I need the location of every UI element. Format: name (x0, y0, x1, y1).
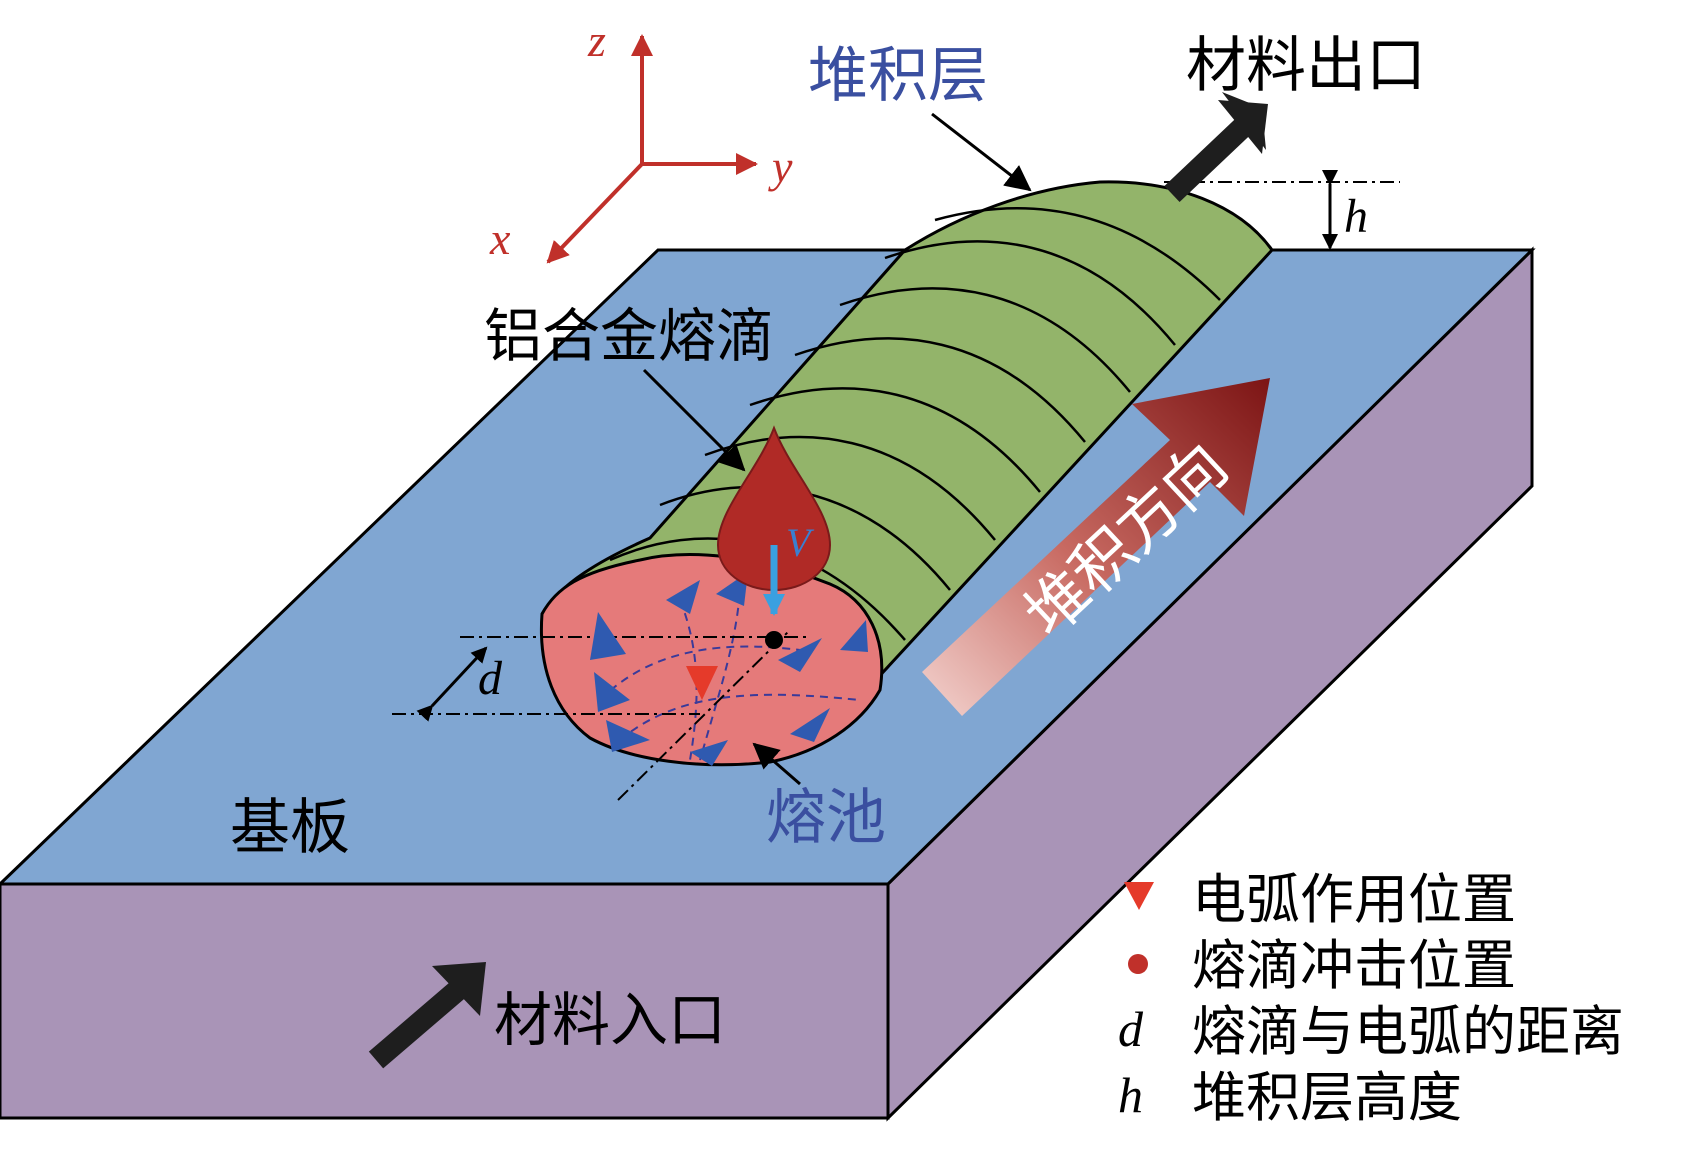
droplet-impact-point (765, 631, 783, 649)
center-lines (392, 181, 1400, 801)
legend-item-d-text: 熔滴与电弧的距离 (1192, 1000, 1624, 1063)
distance-label: d (478, 652, 503, 705)
legend-item-impact-text: 熔滴冲击位置 (1192, 934, 1516, 997)
deposit-layer-label: 堆积层 (808, 41, 988, 111)
substrate-label: 基板 (230, 793, 350, 863)
molten-pool-label: 熔池 (766, 783, 886, 853)
legend-impact-symbol (1128, 954, 1148, 974)
legend-item-arc-text: 电弧作用位置 (1192, 868, 1516, 931)
material-outlet-label: 材料出口 (1186, 31, 1426, 101)
legend-arc-symbol (1124, 882, 1154, 910)
legend: 电弧作用位置 熔滴冲击位置 d 熔滴与电弧的距离 h 堆积层高度 (1118, 868, 1624, 1129)
arc-position-marker (686, 666, 718, 700)
material-inlet-arrow (368, 979, 468, 1069)
coordinate-axes (546, 34, 758, 264)
pool-leader (752, 742, 801, 786)
molten-pool (539, 553, 884, 767)
material-outlet-arrow (1164, 114, 1256, 202)
droplet-label: 铝合金熔滴 (484, 302, 774, 370)
deposition-direction-arrow (922, 378, 1270, 716)
axis-x-label: x (489, 213, 511, 264)
material-inlet-label: 材料入口 (494, 986, 726, 1054)
legend-h-symbol: h (1118, 1067, 1143, 1123)
legend-d-symbol: d (1118, 1001, 1144, 1057)
distance-dimension-arrow (416, 646, 488, 722)
height-label: h (1344, 190, 1368, 243)
flow-arrows (590, 572, 868, 766)
velocity-label: V (786, 520, 815, 565)
material-inlet-arrowhead (432, 962, 486, 1016)
droplet-leader (642, 368, 746, 472)
deposit-layer-leader (931, 112, 1032, 192)
material-outlet-arrowhead-fill (1218, 100, 1268, 154)
axis-y-label: y (768, 141, 793, 192)
legend-item-h-text: 堆积层高度 (1192, 1066, 1462, 1129)
axis-z-label: z (587, 15, 606, 66)
